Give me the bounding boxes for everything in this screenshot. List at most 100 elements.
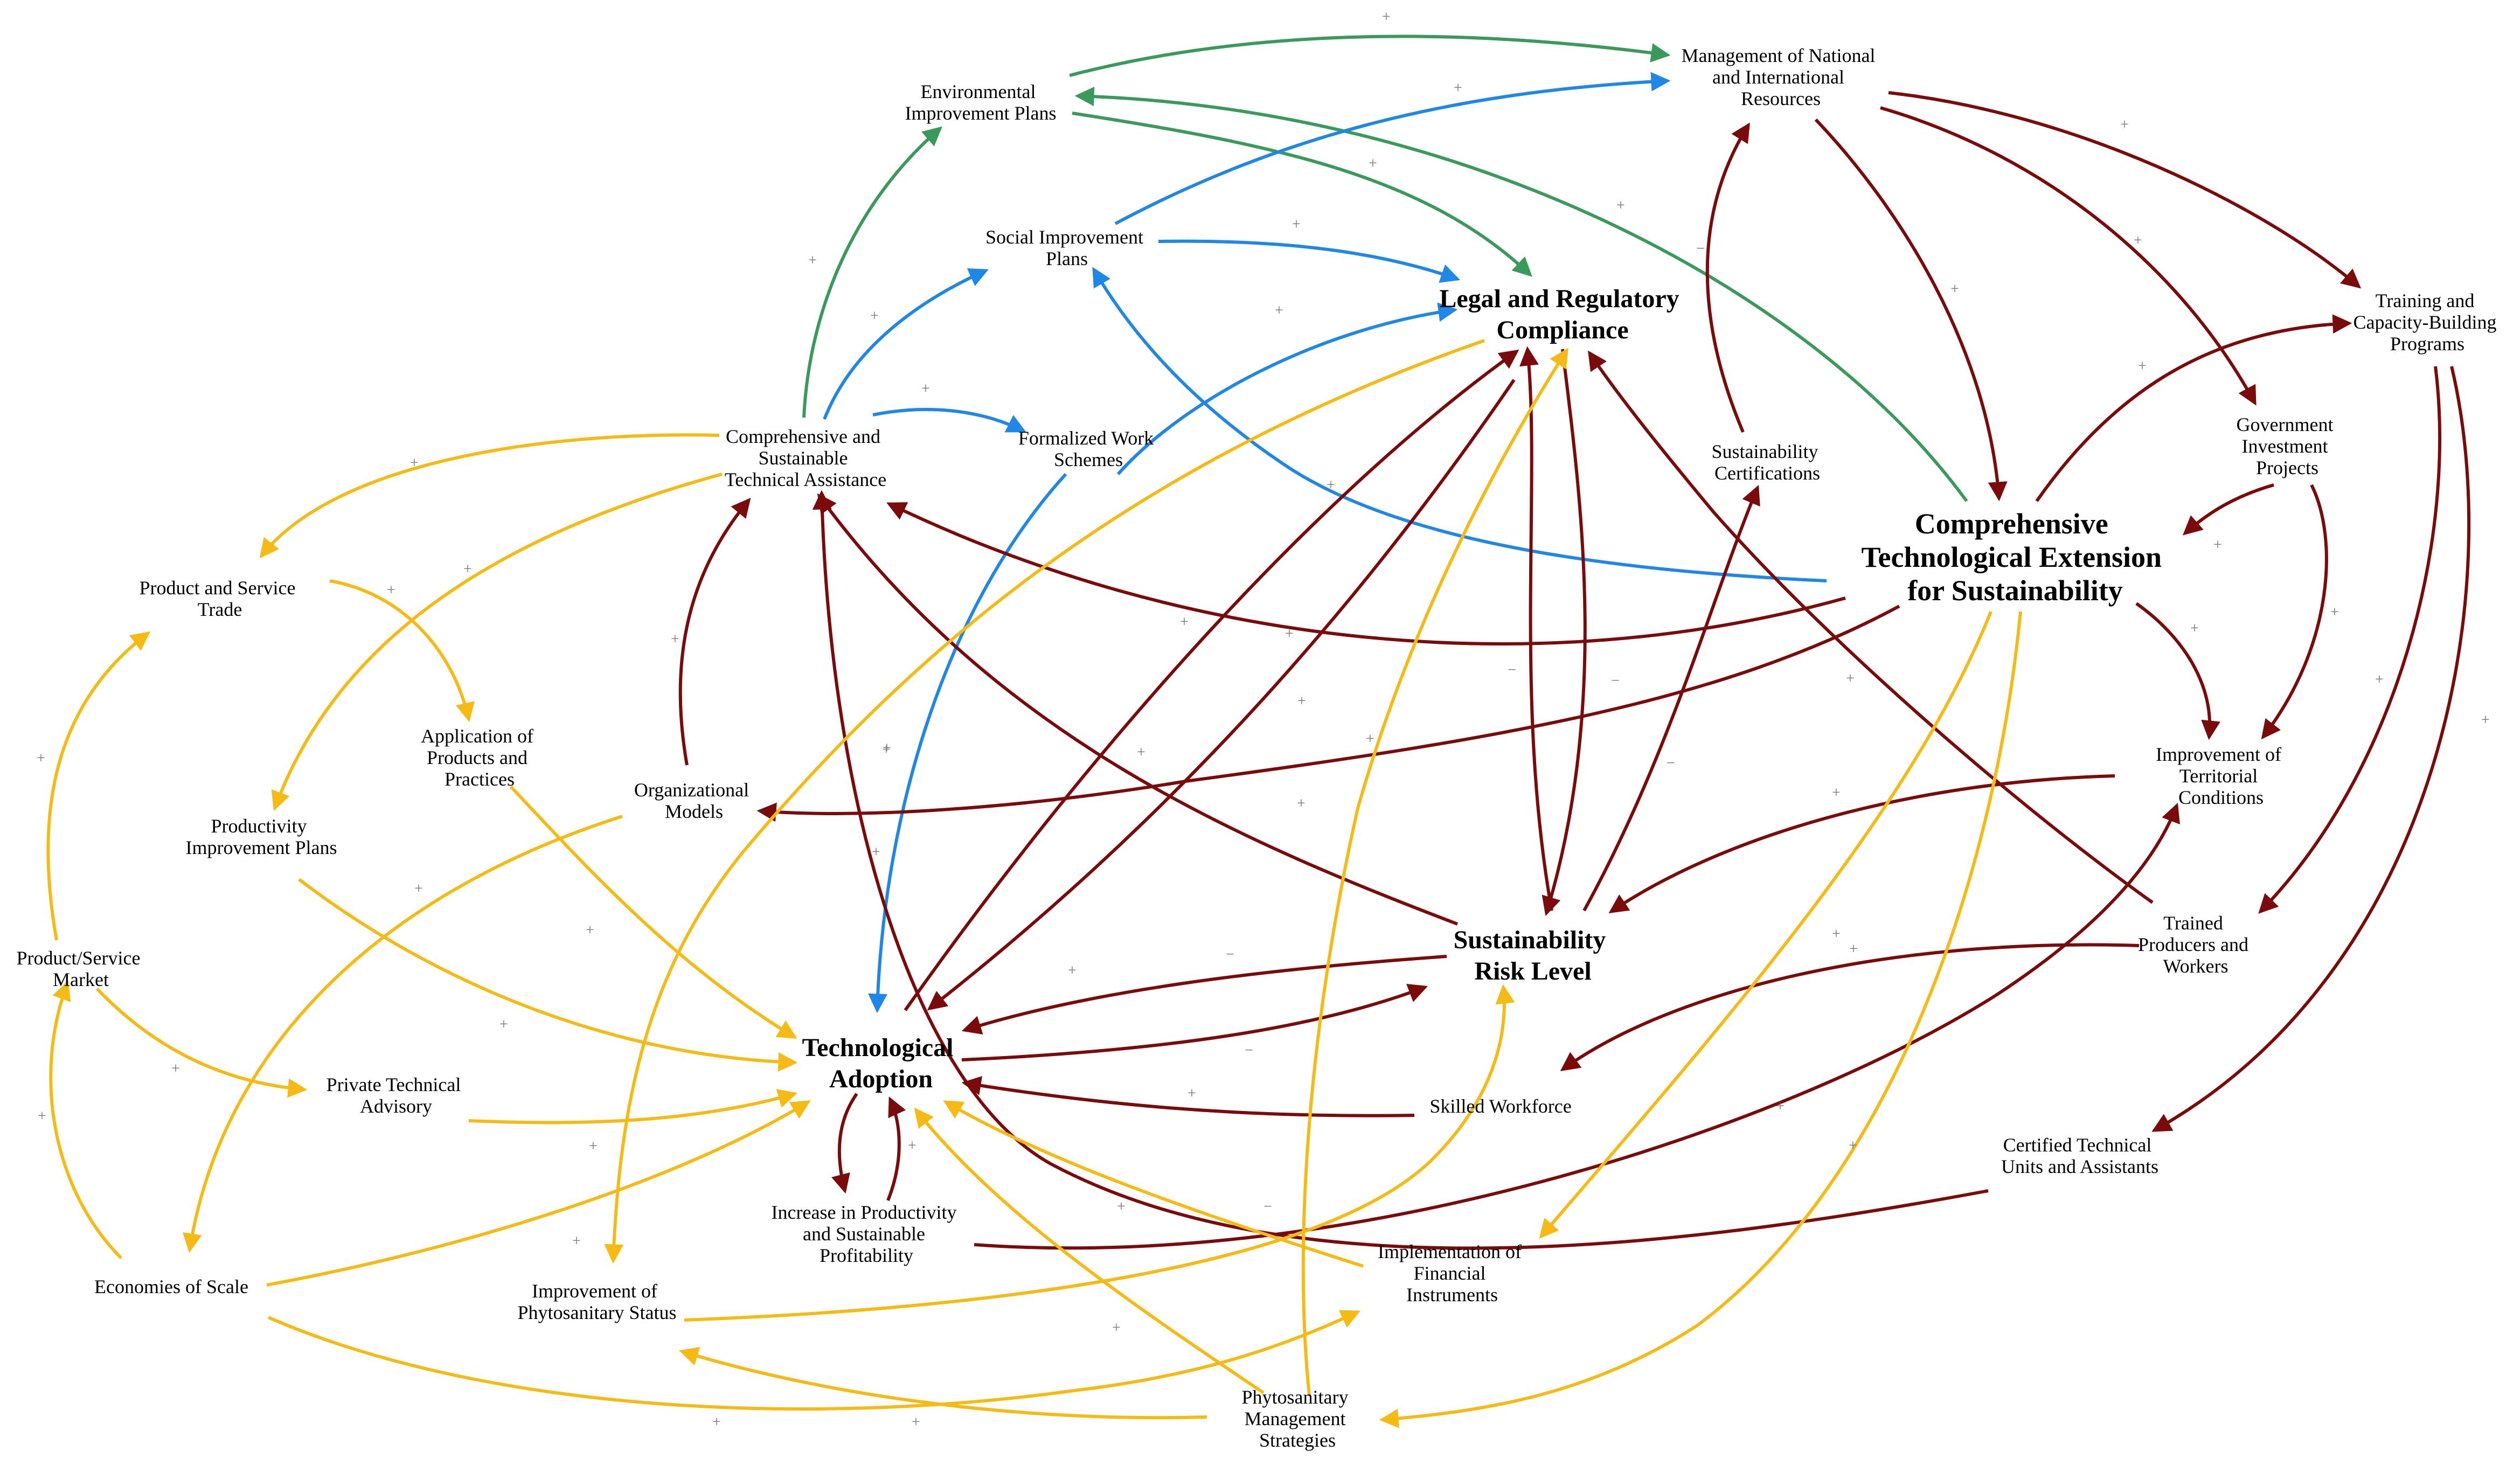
polarity-signs: + + + + + + + + + − + + + + + + + + + + … bbox=[37, 9, 2490, 1431]
link-phyto-mgmt-to-tech-adoption bbox=[914, 1107, 1265, 1394]
polarity-sign: + bbox=[2120, 116, 2129, 133]
link-legal-to-tech-adoption bbox=[927, 379, 1516, 1011]
node-economies-of-scale: Economies of Scale bbox=[94, 1276, 248, 1297]
link-env-plans-to-legal bbox=[1072, 112, 1532, 277]
polarity-sign: + bbox=[1297, 795, 1306, 812]
link-cte-to-tech-assist bbox=[886, 502, 1846, 645]
node-comprehensive-technical-assistance: Comprehensive and Sustainable Technical … bbox=[725, 426, 886, 490]
link-phyto-mgmt-to-phyto-status bbox=[678, 1346, 1207, 1420]
polarity-sign: + bbox=[912, 1414, 920, 1431]
link-org-models-to-tech-assist bbox=[678, 497, 751, 766]
link-mgmt-resources-to-cte bbox=[1814, 118, 2008, 502]
polarity-sign: + bbox=[1180, 614, 1189, 630]
link-certified-units-to-tech-assist bbox=[812, 490, 1989, 1250]
polarity-sign: + bbox=[1327, 477, 1335, 494]
link-org-models-to-economies bbox=[182, 815, 623, 1253]
link-formalized-to-legal bbox=[1116, 302, 1458, 475]
node-organizational-models: Organizational Models bbox=[634, 779, 754, 822]
polarity-sign: + bbox=[1846, 670, 1855, 687]
polarity-sign: + bbox=[1369, 155, 1377, 172]
node-improvement-of-phytosanitary-status: Improvement of Phytosanitary Status bbox=[518, 1280, 677, 1323]
polarity-sign: − bbox=[1667, 755, 1675, 772]
link-risk-to-tech-assist bbox=[817, 493, 1459, 926]
polarity-sign: − bbox=[1264, 1198, 1272, 1215]
link-legal-to-phyto-status bbox=[604, 339, 1485, 1264]
node-certified-technical-units: Certified Technical Units and Assistants bbox=[2001, 1134, 2158, 1177]
polarity-sign: + bbox=[870, 308, 879, 324]
polarity-sign: + bbox=[171, 1060, 180, 1077]
link-territorial-to-risk bbox=[1608, 774, 2115, 914]
link-tech-adoption-to-increase-prod bbox=[831, 1093, 858, 1194]
polarity-sign: + bbox=[1137, 744, 1146, 761]
polarity-sign: + bbox=[414, 880, 423, 897]
link-private-adv-to-tech-adoption bbox=[468, 1089, 798, 1124]
polarity-sign: + bbox=[2330, 604, 2339, 621]
polarity-sign: + bbox=[2138, 358, 2147, 374]
link-phyto-status-to-risk bbox=[684, 984, 1515, 1322]
polarity-sign: + bbox=[1950, 281, 1959, 297]
link-tech-assist-to-product-trade bbox=[259, 433, 720, 559]
link-tech-assist-to-social-plans bbox=[823, 268, 989, 420]
node-productivity-improvement-plans: Productivity Improvement Plans bbox=[186, 815, 337, 858]
link-gov-investment-to-cte bbox=[2182, 483, 2274, 536]
link-cte-to-phyto-mgmt bbox=[1379, 611, 2022, 1428]
node-formalized-work-schemes: Formalized Work Schemes bbox=[1018, 427, 1158, 470]
link-product-trade-to-application bbox=[329, 579, 475, 723]
polarity-sign: + bbox=[572, 1233, 581, 1249]
link-sust-cert-to-mgmt-resources bbox=[1705, 122, 1750, 433]
node-sustainability-certifications: Sustainability Certifications bbox=[1712, 441, 1823, 484]
polarity-sign: − bbox=[1696, 240, 1705, 257]
link-tech-assist-to-formalized bbox=[872, 408, 1026, 433]
polarity-sign: + bbox=[2190, 620, 2199, 637]
link-phyto-mgmt-to-legal bbox=[1301, 348, 1568, 1396]
link-economies-to-market bbox=[49, 980, 123, 1260]
polarity-sign: + bbox=[1117, 1198, 1126, 1215]
link-legal-to-risk bbox=[1542, 349, 1587, 917]
link-increase-prod-to-tech-adoption bbox=[886, 1096, 906, 1202]
link-social-plans-to-legal bbox=[1158, 239, 1461, 283]
polarity-sign: + bbox=[921, 380, 930, 397]
link-risk-to-sust-cert bbox=[1582, 485, 1760, 912]
link-skilled-to-tech-adoption bbox=[961, 1076, 1415, 1117]
node-product-service-market: Product/Service Market bbox=[17, 947, 145, 990]
polarity-sign: + bbox=[1776, 1098, 1785, 1115]
node-skilled-workforce: Skilled Workforce bbox=[1429, 1095, 1571, 1117]
polarity-sign: + bbox=[1188, 1085, 1196, 1102]
node-management-of-resources: Management of National and International… bbox=[1682, 45, 1880, 109]
polarity-sign: + bbox=[410, 455, 419, 471]
polarity-sign: + bbox=[586, 922, 594, 939]
polarity-sign: + bbox=[1616, 197, 1625, 214]
node-implementation-of-financial-instruments: Implementation of Financial Instruments bbox=[1378, 1241, 1526, 1306]
polarity-sign: + bbox=[1849, 941, 1858, 957]
link-cte-to-financial bbox=[1539, 610, 1993, 1239]
polarity-sign: + bbox=[1366, 731, 1374, 747]
polarity-sign: + bbox=[38, 1108, 46, 1124]
polarity-sign: + bbox=[808, 252, 817, 269]
link-risk-to-legal bbox=[1519, 346, 1553, 911]
polarity-sign: + bbox=[1292, 216, 1301, 233]
link-cte-to-territorial bbox=[2135, 602, 2220, 740]
polarity-sign: + bbox=[671, 631, 679, 648]
polarity-sign: + bbox=[2213, 537, 2222, 553]
polarity-sign: + bbox=[882, 741, 891, 758]
link-cte-to-training bbox=[2035, 314, 2352, 502]
node-product-and-service-trade: Product and Service Trade bbox=[140, 577, 301, 620]
polarity-sign: + bbox=[2481, 712, 2490, 728]
link-cte-to-env-plans bbox=[1074, 86, 1968, 502]
link-mgmt-resources-to-training bbox=[1888, 91, 2362, 289]
causal-links bbox=[46, 34, 2471, 1428]
link-tech-adoption-to-legal bbox=[904, 349, 1519, 1011]
link-cte-to-org-models bbox=[756, 605, 1900, 822]
link-formalized-to-tech-adoption bbox=[867, 473, 1067, 1013]
node-environmental-improvement-plans: Environmental Improvement Plans bbox=[905, 81, 1057, 124]
link-tech-assist-to-env-plans bbox=[802, 126, 943, 418]
polarity-sign: + bbox=[908, 1137, 917, 1154]
polarity-sign: + bbox=[1112, 1320, 1121, 1336]
polarity-sign: + bbox=[2134, 232, 2142, 249]
polarity-sign: − bbox=[1508, 662, 1516, 678]
link-trained-to-skilled bbox=[1560, 943, 2140, 1072]
node-sustainability-risk-level: Sustainability Risk Level bbox=[1454, 926, 1613, 985]
link-application-to-tech-adoption bbox=[509, 785, 797, 1039]
polarity-sign: + bbox=[1275, 302, 1283, 319]
